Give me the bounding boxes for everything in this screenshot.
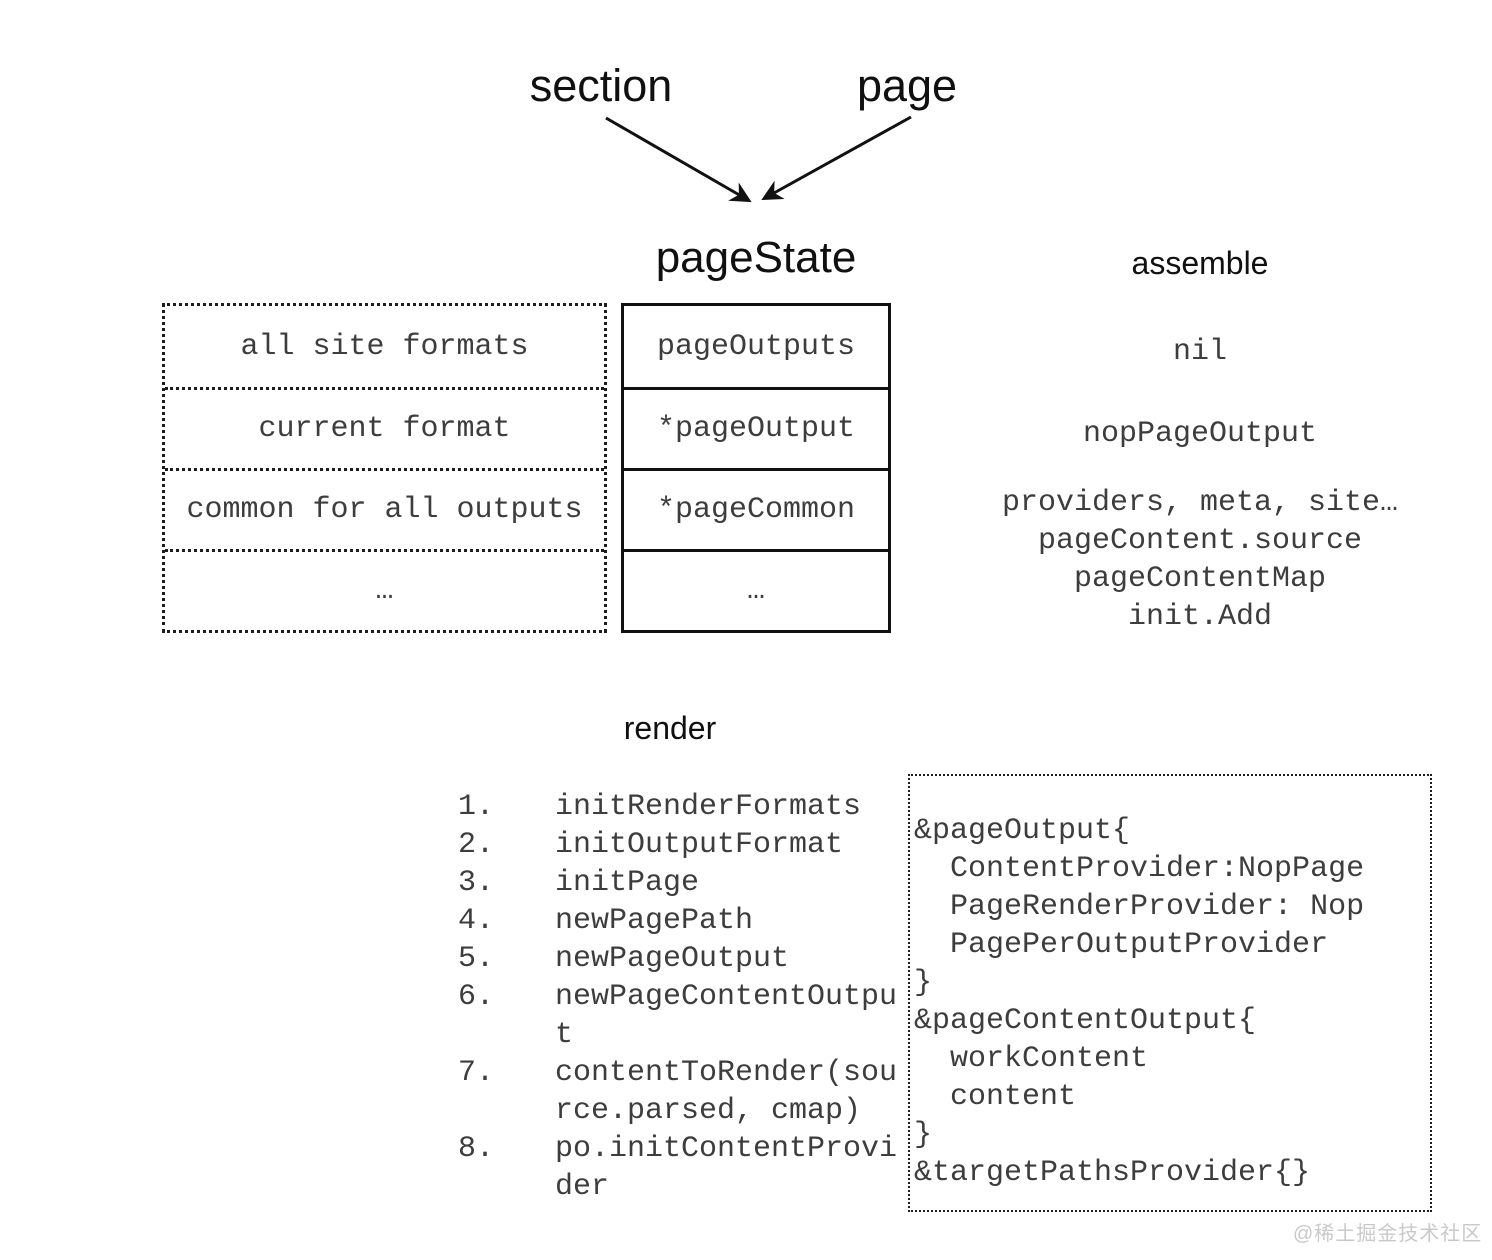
step-text: initPage <box>555 866 700 900</box>
assemble-line-providers: providers, meta, site… <box>1001 486 1399 520</box>
watermark: @稀土掘金技术社区 <box>1293 1223 1483 1245</box>
field-row-pagecommon: *pageCommon <box>624 468 888 549</box>
section-arrow <box>605 116 752 203</box>
page-label: page <box>856 60 958 111</box>
render-step-5: 5. newPageOutput <box>458 940 906 978</box>
render-step-2: 2. initOutputFormat <box>458 826 906 864</box>
step-number: 6. <box>458 980 495 1014</box>
step-number: 3. <box>458 866 495 900</box>
step-number: 1. <box>458 790 495 824</box>
assemble-line-pagecontentmap: pageContentMap <box>1073 562 1327 596</box>
step-number: 5. <box>458 942 495 976</box>
render-step-8: 8. po.initContentProvider <box>458 1130 906 1206</box>
code-line: &pageContentOutput{ <box>914 1004 1257 1038</box>
step-text: po.initContentProvider <box>555 1132 898 1204</box>
step-text: newPageOutput <box>555 942 790 976</box>
code-line: workContent <box>914 1042 1149 1076</box>
render-step-6: 6. newPageContentOutput <box>458 978 906 1054</box>
assemble-value-noppageoutput: nopPageOutput <box>1082 417 1318 451</box>
struct-code-box: &pageOutput{ ContentProvider:NopPage Pag… <box>908 774 1432 1212</box>
code-line: } <box>914 1118 933 1152</box>
code-line: &pageOutput{ <box>914 814 1131 848</box>
render-step-1: 1. initRenderFormats <box>458 788 906 826</box>
scope-table: all site formats current format common f… <box>162 303 607 633</box>
assemble-title: assemble <box>1131 245 1269 281</box>
step-text: contentToRender(source.parsed, cmap) <box>555 1056 898 1128</box>
scope-row-ellipsis: … <box>165 549 604 630</box>
assemble-line-init-add: init.Add <box>1127 600 1273 634</box>
scope-row-current-format: current format <box>165 387 604 468</box>
step-text: newPagePath <box>555 904 754 938</box>
step-number: 2. <box>458 828 495 862</box>
step-text: initRenderFormats <box>555 790 862 824</box>
scope-row-all-site-formats: all site formats <box>240 329 529 364</box>
section-label: section <box>529 60 673 111</box>
pagestate-title: pageState <box>655 233 857 282</box>
step-text: newPageContentOutput <box>555 980 898 1052</box>
code-line: PagePerOutputProvider <box>914 928 1329 962</box>
pagestate-field-table: pageOutputs *pageOutput *pageCommon … <box>621 303 891 633</box>
code-line: ContentProvider:NopPage <box>914 852 1365 886</box>
converging-arrows <box>605 115 912 203</box>
assemble-line-pagecontent-source: pageContent.source <box>1037 524 1363 558</box>
page-arrow <box>761 115 912 201</box>
render-steps-list: 1. initRenderFormats 2. initOutputFormat… <box>458 788 906 1206</box>
field-row-ellipsis: … <box>624 549 888 630</box>
render-step-3: 3. initPage <box>458 864 906 902</box>
code-line: PageRenderProvider: Nop <box>914 890 1365 924</box>
field-row-pageoutputs: pageOutputs <box>656 329 856 364</box>
code-line: content <box>914 1080 1077 1114</box>
assemble-value-nil: nil <box>1172 335 1227 369</box>
step-number: 7. <box>458 1056 495 1090</box>
scope-row-common-for-all-outputs: common for all outputs <box>165 468 604 549</box>
code-line: } <box>914 966 933 1000</box>
field-row-pageoutput: *pageOutput <box>624 387 888 468</box>
render-step-7: 7. contentToRender(source.parsed, cmap) <box>458 1054 906 1130</box>
step-number: 8. <box>458 1132 495 1166</box>
render-step-4: 4. newPagePath <box>458 902 906 940</box>
render-title: render <box>623 710 717 746</box>
step-text: initOutputFormat <box>555 828 844 862</box>
assemble-value-common-block: providers, meta, site… pageContent.sourc… <box>930 484 1470 636</box>
code-line: &targetPathsProvider{} <box>914 1156 1311 1190</box>
step-number: 4. <box>458 904 495 938</box>
